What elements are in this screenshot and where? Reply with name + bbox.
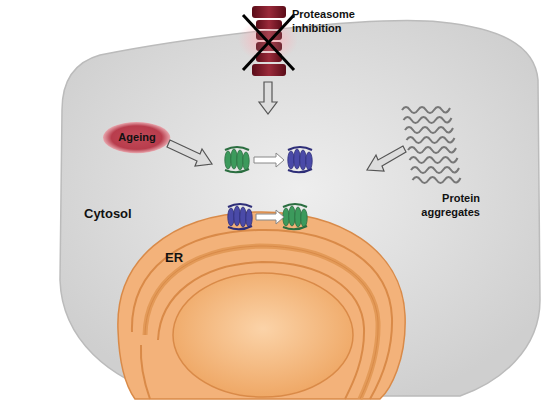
proteasome <box>238 6 298 76</box>
conversion-arrow <box>254 153 284 224</box>
node-text: ER <box>165 250 183 266</box>
arrow <box>167 82 406 171</box>
er-outline <box>110 195 410 400</box>
node-text: Cytosol <box>84 206 132 222</box>
node-text: Ageing <box>118 131 155 144</box>
protein-aggregates <box>402 107 461 183</box>
er: ER <box>110 195 410 400</box>
ageing-ellipse: Ageing <box>103 122 170 153</box>
figure-label: Protein aggregates <box>400 192 480 220</box>
figure-label: Proteasome inhibition <box>292 8 372 36</box>
protein-blue <box>228 147 312 229</box>
